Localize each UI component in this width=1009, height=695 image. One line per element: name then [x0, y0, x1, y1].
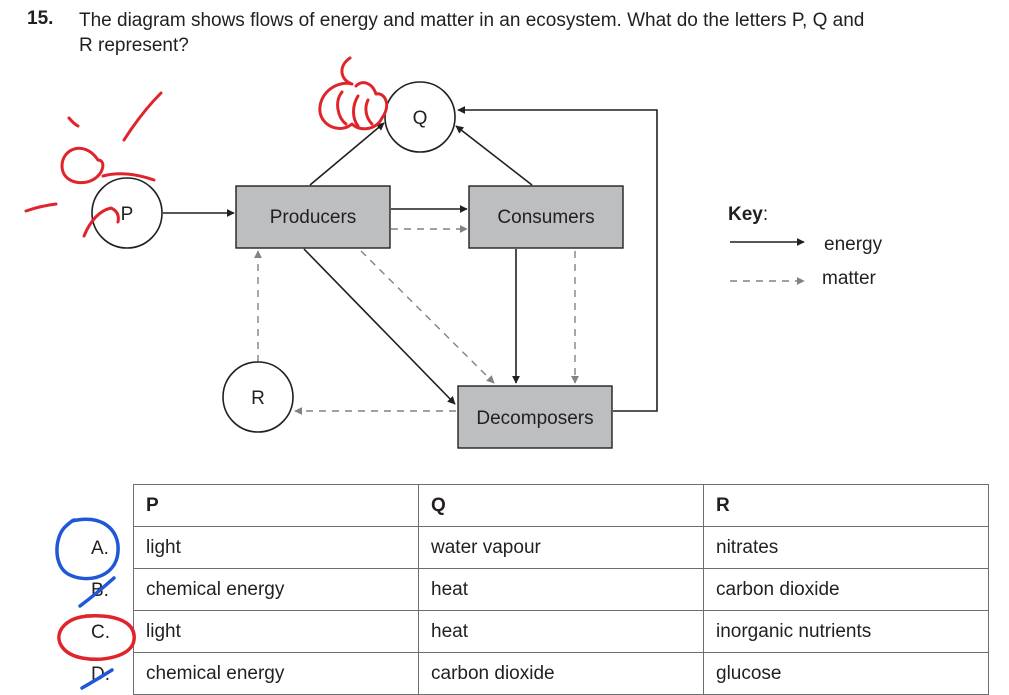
cell-q: heat — [418, 610, 704, 653]
cell-r: carbon dioxide — [703, 568, 989, 611]
column-header-p: P — [133, 484, 419, 527]
consumers-box — [468, 185, 624, 249]
option-a-label[interactable]: A. — [91, 538, 109, 559]
option-c-label[interactable]: C. — [91, 622, 110, 643]
table-header-row: P Q R — [133, 484, 989, 527]
key-energy-label: energy — [824, 234, 883, 255]
producers-box — [235, 185, 391, 249]
cell-r: inorganic nutrients — [703, 610, 989, 653]
cell-p: chemical energy — [133, 568, 419, 611]
column-header-r: R — [703, 484, 989, 527]
energy-arrow-producers-decomposers — [303, 248, 456, 405]
option-a-circle-mark — [55, 517, 120, 581]
cell-p: light — [133, 610, 419, 653]
decomposers-box — [457, 385, 613, 449]
cell-r: nitrates — [703, 526, 989, 569]
table-row: chemical energy heat carbon dioxide — [133, 568, 989, 611]
producers-label: Producers — [270, 207, 357, 228]
ecosystem-diagram: Producers Consumers Decomposers P Q R Ke… — [91, 81, 883, 449]
r-circle — [222, 361, 294, 433]
table-row: chemical energy carbon dioxide glucose — [133, 652, 989, 695]
column-header-q: Q — [418, 484, 704, 527]
energy-arrow-decomposers-q — [457, 106, 658, 412]
key-matter-label: matter — [822, 268, 877, 289]
cell-q: carbon dioxide — [418, 652, 704, 695]
energy-arrow-consumers-q — [455, 125, 533, 186]
option-b-label[interactable]: B. — [91, 580, 109, 601]
cell-p: chemical energy — [133, 652, 419, 695]
answer-table: P Q R light water vapour nitrates chemic… — [133, 484, 989, 695]
question-number: 15. — [27, 8, 54, 29]
r-label: R — [251, 388, 265, 409]
question-text: The diagram shows flows of energy and ma… — [79, 8, 979, 58]
table-row: light heat inorganic nutrients — [133, 610, 989, 653]
table-row: light water vapour nitrates — [133, 526, 989, 569]
q-label: Q — [413, 108, 428, 129]
cell-q: water vapour — [418, 526, 704, 569]
cell-p: light — [133, 526, 419, 569]
option-d-label[interactable]: D. — [91, 664, 110, 685]
cell-r: glucose — [703, 652, 989, 695]
decomposers-label: Decomposers — [476, 408, 593, 429]
p-label: P — [121, 204, 134, 225]
matter-arrow-producers-decomposers — [360, 250, 495, 384]
question-line-2: R represent? — [79, 35, 189, 56]
consumers-label: Consumers — [497, 207, 594, 228]
cell-q: heat — [418, 568, 704, 611]
key-title: Key: — [728, 204, 768, 225]
question-line-1: The diagram shows flows of energy and ma… — [79, 10, 865, 31]
energy-arrow-producers-q — [309, 122, 385, 186]
